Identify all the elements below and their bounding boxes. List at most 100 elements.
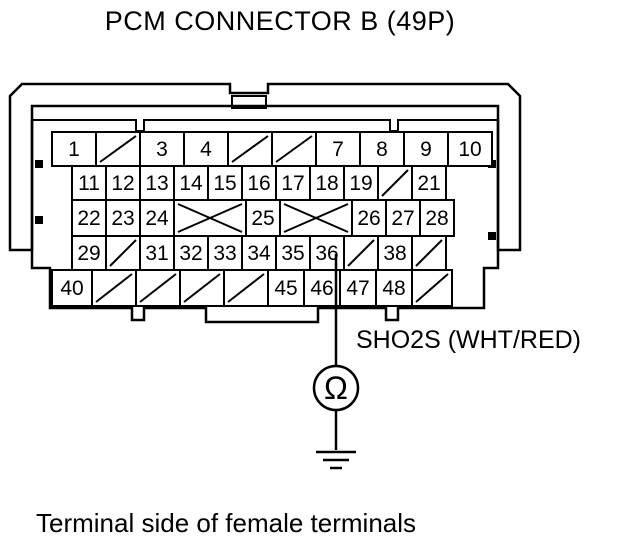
unused-slash [275,135,313,163]
unused-terminal [179,269,225,307]
connector-housing [8,82,522,324]
unused-slash [227,273,265,303]
terminal-number: 25 [251,207,274,230]
terminal-9: 9 [403,131,449,167]
unused-terminal [227,131,273,167]
wire-label: SHO2S (WHT/RED) [356,326,581,354]
terminal-number: 29 [77,242,100,265]
unused-terminal [377,165,413,201]
terminal-34: 34 [241,235,277,271]
unused-terminal [343,235,379,271]
terminal-number: 17 [281,172,304,195]
unused-slash [183,273,221,303]
terminal-27: 27 [385,199,421,237]
terminal-number: 18 [315,172,338,195]
unused-terminal [105,235,141,271]
terminal-number: 1 [68,138,80,161]
terminal-1: 1 [51,131,97,167]
unused-terminal [271,131,317,167]
terminal-number: 10 [458,138,481,161]
unused-slash [139,273,177,303]
terminal-number: 8 [376,138,388,161]
terminal-12: 12 [105,165,141,201]
terminal-7: 7 [315,131,361,167]
test-circuit [312,254,360,450]
ground-icon [316,450,356,470]
terminal-26: 26 [351,199,387,237]
terminal-number: 26 [357,207,380,230]
terminal-29: 29 [71,235,107,271]
terminal-number: 48 [382,277,405,300]
terminal-18: 18 [309,165,345,201]
unused-terminal [223,269,269,307]
unused-terminal [91,269,137,307]
terminal-number: 9 [420,138,432,161]
terminal-45: 45 [267,269,305,307]
terminal-number: 33 [213,242,236,265]
terminal-40: 40 [51,269,93,307]
terminal-11: 11 [71,165,107,201]
terminal-number: 36 [315,242,338,265]
terminal-32: 32 [173,235,209,271]
terminal-15: 15 [207,165,243,201]
terminal-10: 10 [447,131,493,167]
unused-slash [415,239,443,267]
terminal-48: 48 [375,269,413,307]
unused-terminal [411,269,453,307]
terminal-35: 35 [275,235,311,271]
terminal-number: 15 [213,172,236,195]
unused-slash [347,239,375,267]
terminal-number: 22 [77,207,100,230]
terminal-number: 19 [349,172,372,195]
unused-slash [99,135,137,163]
terminal-number: 34 [247,242,271,265]
terminal-8: 8 [359,131,405,167]
unused-terminal [95,131,141,167]
terminal-number: 21 [417,172,440,195]
ohm-symbol: Ω [324,370,348,406]
terminal-21: 21 [411,165,447,201]
blocked-cavity [173,199,247,237]
terminal-number: 13 [145,172,168,195]
terminal-number: 46 [310,277,333,300]
unused-slash [231,135,269,163]
unused-slash [415,273,449,303]
terminal-number: 35 [281,242,304,265]
terminal-number: 3 [156,138,168,161]
terminal-number: 7 [332,138,344,161]
diagram-caption: Terminal side of female terminals [36,508,417,538]
terminal-4: 4 [183,131,229,167]
unused-terminal [135,269,181,307]
terminal-46: 46 [303,269,341,307]
terminal-33: 33 [207,235,243,271]
terminal-3: 3 [139,131,185,167]
terminal-23: 23 [105,199,141,237]
terminal-13: 13 [139,165,175,201]
terminal-number: 32 [179,242,202,265]
terminal-number: 4 [200,138,212,161]
terminal-number: 12 [111,172,134,195]
blocked-cross [177,203,243,233]
terminal-24: 24 [139,199,175,237]
terminal-25: 25 [245,199,281,237]
terminal-36: 36 [309,235,345,271]
terminal-number: 27 [391,207,414,230]
terminal-number: 31 [145,242,168,265]
terminal-14: 14 [173,165,209,201]
terminal-number: 40 [60,277,83,300]
terminal-number: 16 [247,172,270,195]
unused-slash [381,169,409,197]
terminal-number: 38 [383,242,406,265]
terminal-number: 14 [179,172,203,195]
terminal-38: 38 [377,235,413,271]
terminal-number: 47 [346,277,369,300]
unused-terminal [411,235,447,271]
terminal-number: 23 [111,207,134,230]
terminal-47: 47 [339,269,377,307]
connector-title: PCM CONNECTOR B (49P) [104,6,456,36]
terminal-number: 28 [425,207,448,230]
terminal-number: 11 [78,172,100,195]
blocked-cavity [279,199,353,237]
